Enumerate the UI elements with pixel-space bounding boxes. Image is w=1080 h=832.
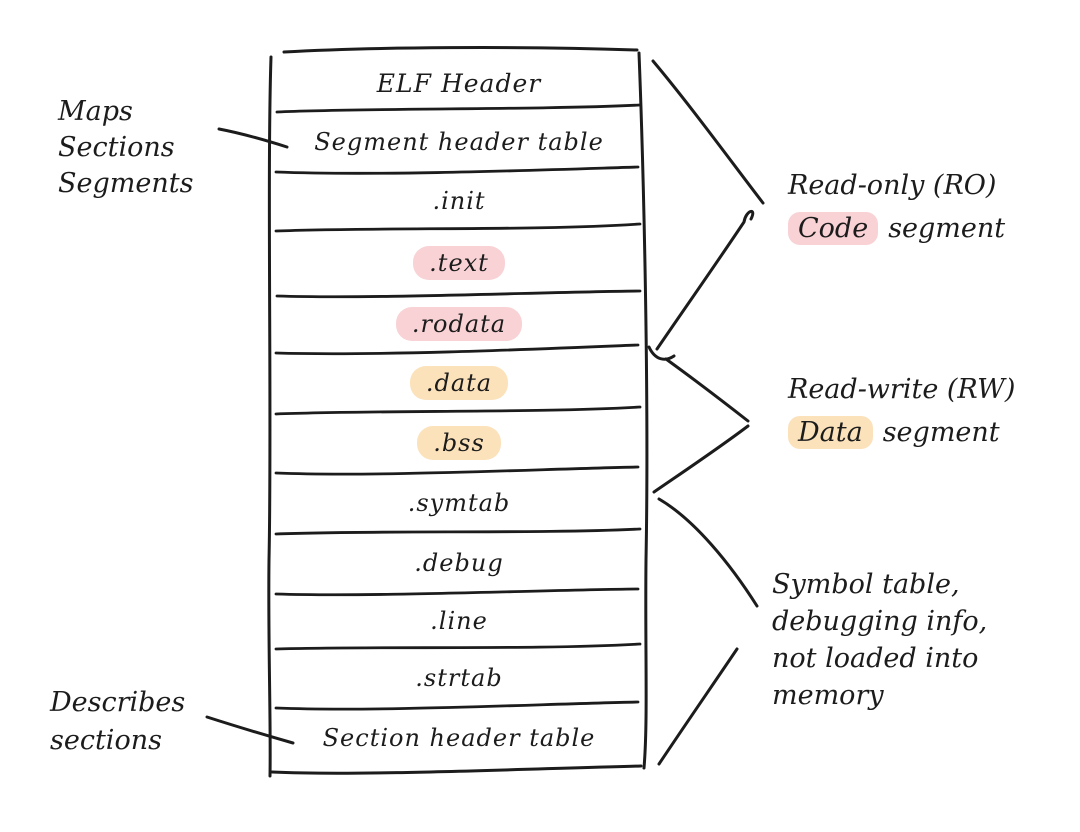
annotation-line: sections [50, 725, 162, 756]
describes-connector-line [205, 715, 295, 745]
table-row-bss: .bss [272, 413, 646, 472]
highlight-word-data: Data [788, 416, 873, 449]
row-label: .strtab [415, 663, 503, 692]
row-label-highlight-orange: .bss [417, 425, 501, 460]
row-label: .init [432, 187, 486, 215]
table-row-segment-header-table: Segment header table [272, 112, 646, 172]
annotation-symbol-table-debug-info: Symbol table, debugging info, not loaded… [772, 566, 987, 714]
table-row-init: .init [272, 172, 646, 230]
row-label: Section header table [322, 723, 596, 752]
annotation-line: Maps [58, 96, 133, 127]
row-label-highlight-pink: .rodata [395, 306, 523, 341]
row-label: .line [430, 606, 488, 635]
table-row-debug: .debug [272, 533, 646, 593]
bracket-not-loaded [657, 497, 759, 766]
annotation-line: debugging info, [772, 606, 988, 637]
annotation-line: Read-only (RO) [788, 170, 997, 201]
annotation-line: memory [772, 680, 884, 711]
maps-connector-line [217, 127, 289, 149]
table-row-line: .line [272, 593, 646, 648]
connector-lines [205, 127, 295, 745]
bracket-read-only [647, 59, 765, 361]
annotation-line-rest: segment [888, 213, 1006, 244]
row-dividers [274, 103, 642, 711]
table-row-elf-header: ELF Header [272, 54, 646, 112]
annotation-line: Symbol table, [772, 569, 960, 600]
annotation-line: Describes [50, 687, 186, 718]
table-row-text: .text [272, 230, 646, 295]
table-outline [267, 46, 649, 778]
annotation-line-rest: segment [882, 417, 1000, 448]
row-label-highlight-orange: .data [409, 365, 509, 400]
row-label: Segment header table [314, 128, 604, 156]
annotation-maps-sections-segments: Maps Sections Segments [58, 94, 193, 202]
bracket-read-write [652, 357, 750, 494]
highlight-word-code: Code [788, 212, 879, 245]
annotation-read-only-code-segment: Read-only (RO) Code segment [788, 164, 1005, 250]
annotation-read-write-data-segment: Read-write (RW) Data segment [788, 368, 1015, 454]
annotation-line: not loaded into [772, 643, 979, 674]
table-row-symtab: .symtab [272, 472, 646, 533]
annotation-line: Code segment [788, 207, 1005, 250]
table-row-section-header-table: Section header table [272, 707, 646, 768]
table-row-rodata: .rodata [272, 295, 646, 352]
annotation-line: Read-write (RW) [788, 374, 1016, 405]
annotation-line: Segments [58, 168, 194, 199]
row-label: .symtab [407, 488, 511, 517]
annotation-describes-sections: Describes sections [50, 684, 185, 760]
row-label: .debug [414, 549, 504, 577]
table-row-strtab: .strtab [272, 648, 646, 707]
annotation-line: Data segment [788, 411, 1015, 454]
table-row-data: .data [272, 352, 646, 413]
row-label: ELF Header [376, 68, 542, 98]
annotation-line: Sections [58, 132, 175, 163]
row-label-highlight-pink: .text [413, 245, 505, 280]
